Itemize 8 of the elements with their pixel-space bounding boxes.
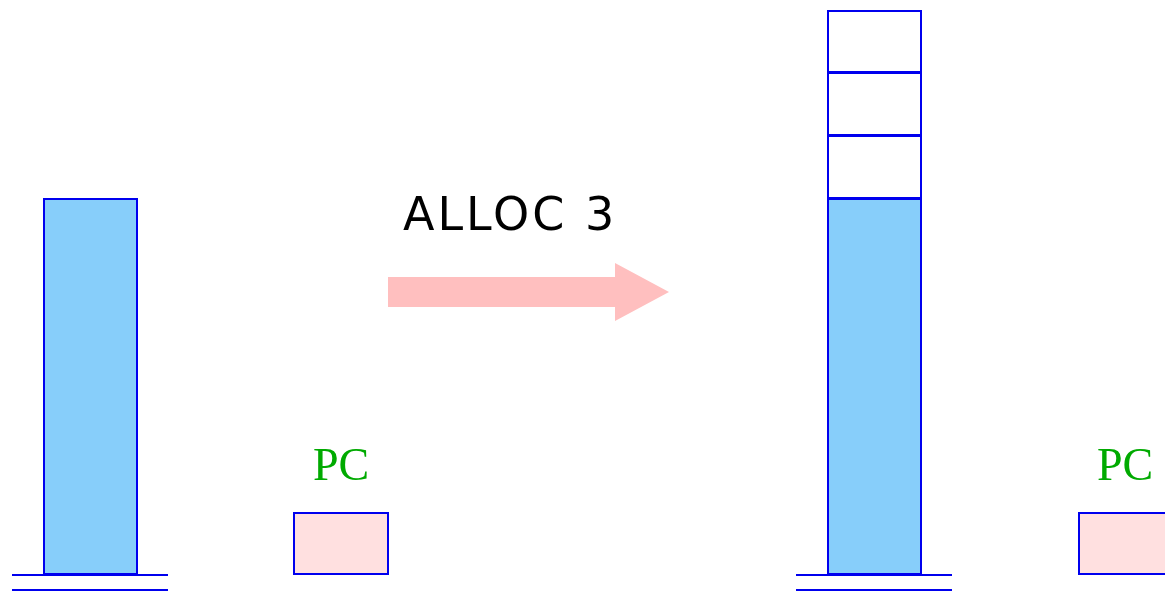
stack-cell: [827, 10, 922, 73]
stack-cell: [827, 72, 922, 136]
stack-bar: [827, 198, 922, 575]
instruction-label: ALLOC 3: [403, 188, 618, 240]
stack-bar: [43, 198, 138, 575]
register-label: PC: [1097, 442, 1154, 488]
register-label: PC: [313, 442, 370, 488]
stack-cell: [827, 135, 922, 199]
